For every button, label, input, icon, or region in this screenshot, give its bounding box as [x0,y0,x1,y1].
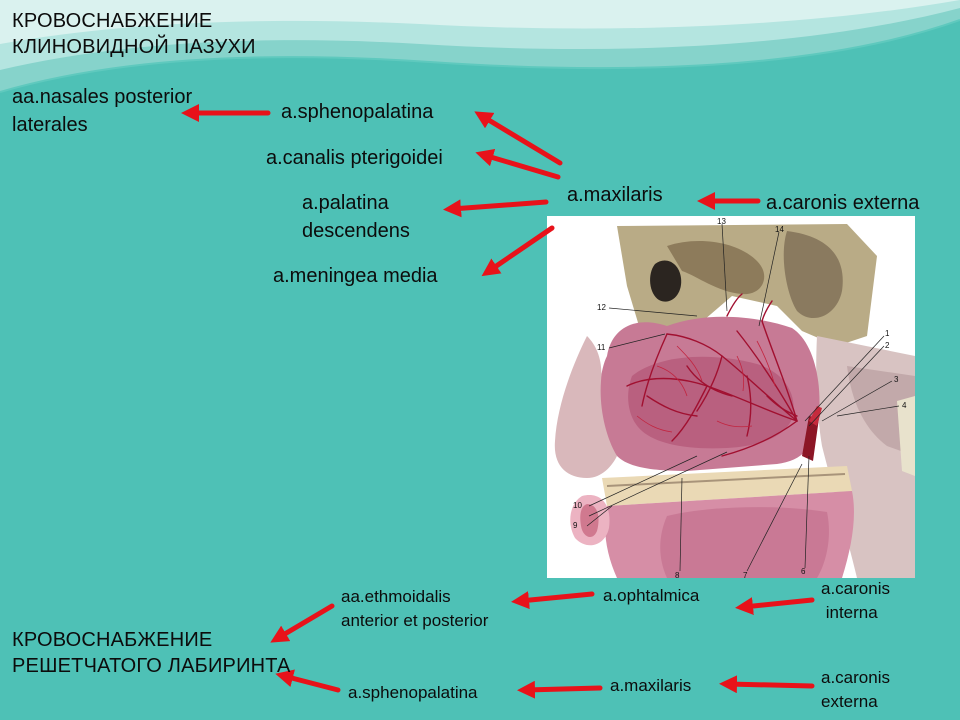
figure-label-1: 1 [885,329,890,338]
figure-label-11: 11 [597,343,606,352]
figure-label-4: 4 [902,401,907,410]
label-carotis-interna-line2: interna [821,603,878,622]
label-ophtalmica: a.ophtalmica [603,586,700,605]
anatomy-figure: 13 14 12 11 1 2 3 4 10 9 8 7 6 [547,216,915,578]
label-nasales-line1: aa.nasales posterior [12,86,193,108]
label-carotis-externa-lower-line2: externa [821,692,878,711]
figure-label-13: 13 [717,217,726,226]
figure-label-2: 2 [885,341,890,350]
label-ethmoidalis-line2: anterior et posterior [341,611,489,630]
sphenoid-title-line2: КЛИНОВИДНОЙ ПАЗУХИ [12,36,256,58]
figure-label-14: 14 [775,225,784,234]
label-palatina-line2: descendens [302,220,410,242]
label-maxilaris-lower: a.maxilaris [610,676,692,695]
nasal-cavity-illustration: 13 14 12 11 1 2 3 4 10 9 8 7 6 [554,217,915,578]
label-carotis-externa-lower-line1: a.caronis [821,668,890,687]
label-sphenopalatina-lower: a.sphenopalatina [348,683,478,702]
ethmoid-title-line2: РЕШЕТЧАТОГО ЛАБИРИНТА [12,655,291,677]
label-carotis-externa-upper: a.caronis externa [766,192,920,214]
label-nasales-line2: laterales [12,114,88,136]
figure-label-12: 12 [597,303,606,312]
label-meningea-media: a.meningea media [273,265,438,287]
figure-label-3: 3 [894,375,899,384]
label-palatina-line1: a.palatina [302,192,389,214]
label-canalis-pterigoidei: a.canalis pterigoidei [266,147,443,169]
label-carotis-interna-line1: a.caronis [821,579,890,598]
figure-label-9: 9 [573,521,578,530]
ethmoid-title-line1: КРОВОСНАБЖЕНИЕ [12,629,213,651]
label-sphenopalatina: a.sphenopalatina [281,101,434,123]
figure-label-6: 6 [801,567,806,576]
label-maxilaris-upper: a.maxilaris [567,184,663,206]
label-ethmoidalis-line1: aa.ethmoidalis [341,587,451,606]
figure-label-8: 8 [675,571,680,578]
sphenoid-title-line1: КРОВОСНАБЖЕНИЕ [12,10,213,32]
figure-label-10: 10 [573,501,582,510]
figure-label-7: 7 [743,571,748,578]
